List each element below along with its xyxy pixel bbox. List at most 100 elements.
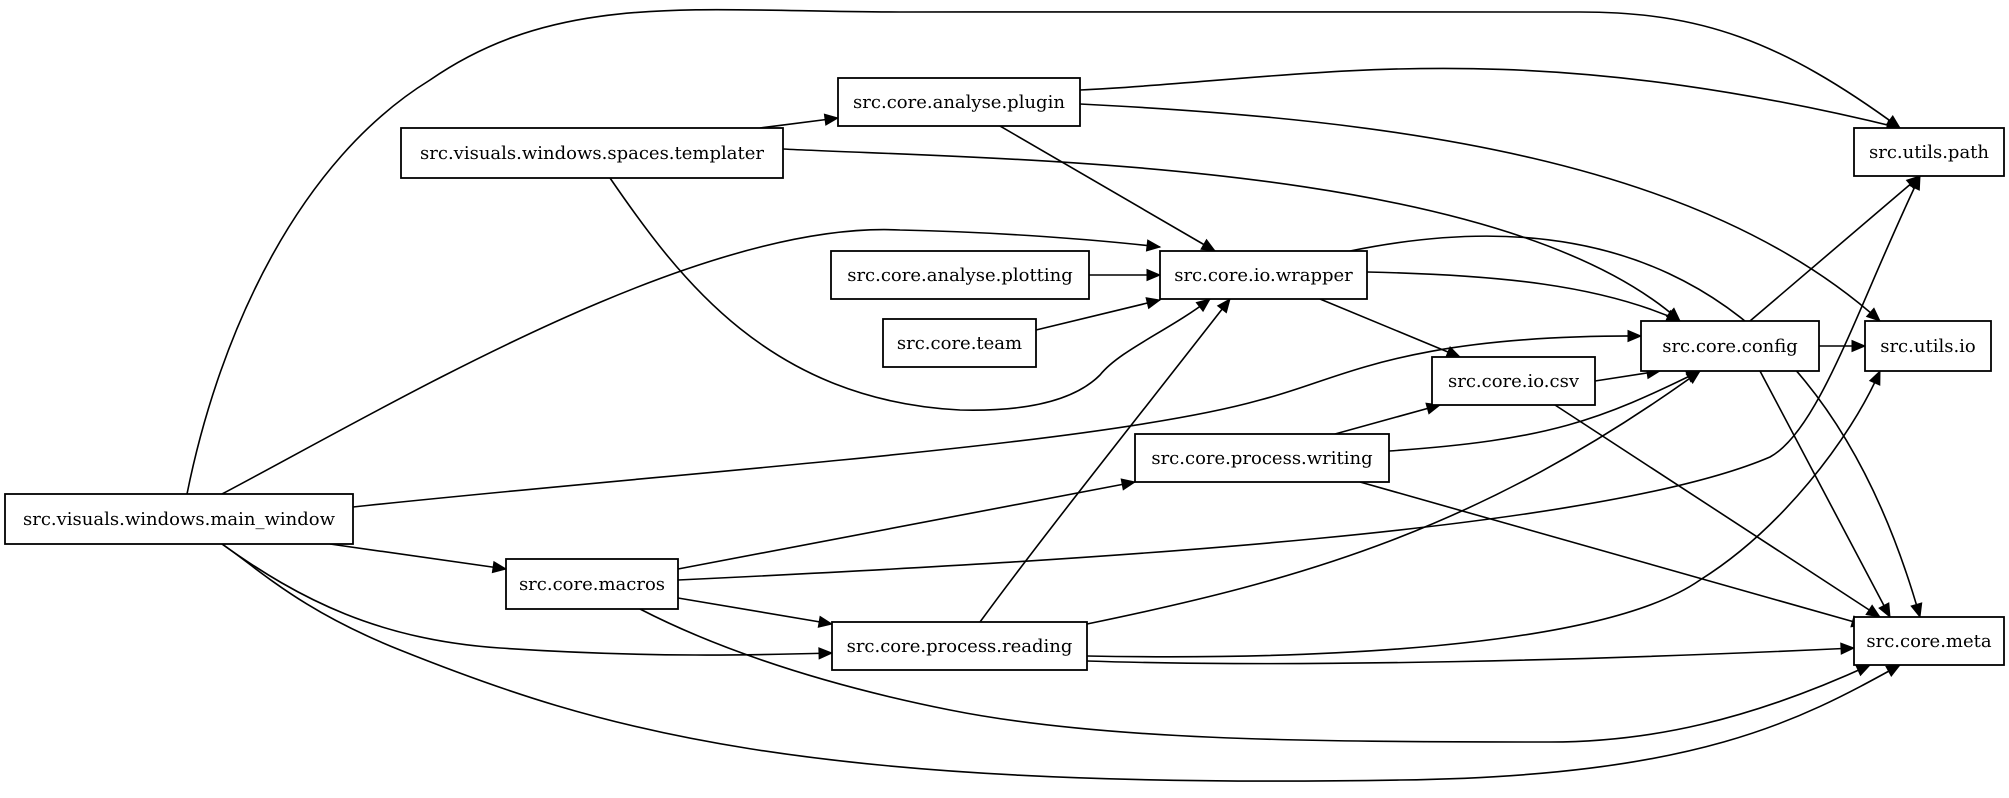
node-box[interactable]	[1134, 433, 1390, 483]
arrowhead-icon	[1216, 297, 1231, 314]
edge-config-to-utils_path	[1749, 175, 1921, 322]
edge-io_wrapper-to-meta	[1349, 235, 1923, 619]
arrowhead-icon	[1851, 339, 1867, 353]
edge-line	[329, 543, 507, 570]
node-label: src.utils.io	[1880, 336, 1976, 357]
arrowhead-icon	[1145, 297, 1162, 310]
node-label: src.core.analyse.plotting	[847, 265, 1073, 286]
node-io-wrapper[interactable]: src.core.io.wrapper	[1159, 250, 1368, 300]
edge-line	[221, 543, 1901, 782]
arrowhead-icon	[1885, 664, 1902, 677]
node-box[interactable]	[830, 250, 1090, 300]
edge-line	[609, 177, 1211, 411]
node-box[interactable]	[1853, 616, 2005, 666]
node-label: src.core.config	[1662, 336, 1798, 357]
edges-layer	[186, 8, 1923, 782]
edge-line	[677, 175, 1921, 581]
edge-process_reading-to-utils_io	[1086, 369, 1881, 658]
edge-line	[1086, 370, 1701, 625]
node-box[interactable]	[837, 77, 1081, 127]
edge-line	[1079, 67, 1901, 129]
node-label: src.core.team	[897, 333, 1022, 354]
edge-line	[1319, 298, 1461, 358]
node-label: src.visuals.windows.spaces.templater	[420, 143, 764, 164]
arrowhead-icon	[823, 113, 840, 126]
arrowhead-icon	[1195, 298, 1212, 313]
edge-line	[1334, 404, 1441, 435]
edge-line	[1554, 404, 1881, 618]
node-process-writing[interactable]: src.core.process.writing	[1134, 433, 1390, 483]
node-config[interactable]: src.core.config	[1640, 320, 1820, 372]
node-analyse-plotting[interactable]: src.core.analyse.plotting	[830, 250, 1090, 300]
edge-line	[979, 298, 1231, 623]
node-box[interactable]	[831, 621, 1088, 671]
edge-line	[999, 125, 1216, 252]
arrowhead-icon	[1840, 642, 1856, 655]
edge-line	[1349, 235, 1921, 618]
edge-main_window-to-macros	[329, 543, 508, 574]
edge-io_wrapper-to-config	[1366, 271, 1682, 322]
edge-line	[677, 481, 1136, 570]
edge-macros-to-meta	[639, 608, 1872, 743]
edge-line	[677, 597, 833, 625]
arrowhead-icon	[1200, 238, 1217, 252]
node-label: src.core.meta	[1866, 631, 1991, 652]
node-label: src.core.io.wrapper	[1174, 265, 1353, 286]
edge-line	[221, 543, 833, 656]
node-main-window[interactable]: src.visuals.windows.main_window	[4, 493, 354, 545]
arrowhead-icon	[1865, 307, 1881, 322]
edge-templater-to-io_wrapper	[609, 177, 1212, 411]
node-utils-path[interactable]: src.utils.path	[1853, 127, 2005, 177]
edge-line	[221, 228, 1161, 495]
arrowhead-icon	[818, 647, 834, 660]
node-box[interactable]	[882, 318, 1037, 368]
edge-line	[1388, 370, 1701, 452]
edge-analyse_plugin-to-utils_path	[1079, 67, 1902, 131]
edge-analyse_plugin-to-io_wrapper	[999, 125, 1217, 252]
nodes-layer: src.visuals.windows.main_window src.visua…	[4, 77, 2005, 671]
edge-line	[782, 148, 1681, 322]
node-box[interactable]	[400, 127, 784, 179]
arrowhead-icon	[817, 615, 834, 628]
node-label: src.core.process.reading	[847, 636, 1073, 657]
arrowhead-icon	[1145, 239, 1162, 252]
edge-line	[1749, 175, 1921, 322]
edge-process_reading-to-meta	[1086, 642, 1856, 665]
node-meta[interactable]: src.core.meta	[1853, 616, 2005, 666]
node-templater[interactable]: src.visuals.windows.spaces.templater	[400, 127, 784, 179]
node-box[interactable]	[1853, 127, 2005, 177]
node-label: src.utils.path	[1869, 142, 1989, 163]
edge-team-to-io_wrapper	[1035, 297, 1162, 331]
node-box[interactable]	[4, 493, 354, 545]
edge-templater-to-analyse_plugin	[759, 113, 840, 129]
edge-line	[639, 608, 1871, 743]
edge-line	[186, 8, 1901, 495]
edge-io_csv-to-meta	[1554, 404, 1882, 618]
edge-line	[1359, 481, 1866, 626]
edge-main_window-to-io_wrapper	[221, 228, 1162, 495]
edge-analyse_plotting-to-io_wrapper	[1089, 268, 1162, 282]
node-io-csv[interactable]: src.core.io.csv	[1431, 356, 1596, 406]
edge-line	[1079, 103, 1881, 322]
edge-io_wrapper-to-io_csv	[1319, 298, 1462, 358]
arrowhead-icon	[1910, 602, 1923, 619]
node-process-reading[interactable]: src.core.process.reading	[831, 621, 1088, 671]
edge-macros-to-process_writing	[677, 478, 1137, 570]
node-label: src.visuals.windows.main_window	[23, 509, 336, 530]
edge-line	[1086, 370, 1881, 658]
edge-config-to-meta	[1759, 370, 1891, 619]
node-team[interactable]: src.core.team	[882, 318, 1037, 368]
node-analyse-plugin[interactable]: src.core.analyse.plugin	[837, 77, 1081, 127]
node-label: src.core.process.writing	[1151, 448, 1372, 469]
node-utils-io[interactable]: src.utils.io	[1864, 320, 1992, 372]
node-label: src.core.io.csv	[1448, 371, 1580, 392]
node-macros[interactable]: src.core.macros	[505, 558, 679, 610]
node-box[interactable]	[505, 558, 679, 610]
edge-line	[352, 335, 1642, 508]
node-box[interactable]	[1431, 356, 1596, 406]
node-box[interactable]	[1864, 320, 1992, 372]
node-box[interactable]	[1640, 320, 1820, 372]
node-box[interactable]	[1159, 250, 1368, 300]
arrowhead-icon	[1905, 175, 1921, 190]
